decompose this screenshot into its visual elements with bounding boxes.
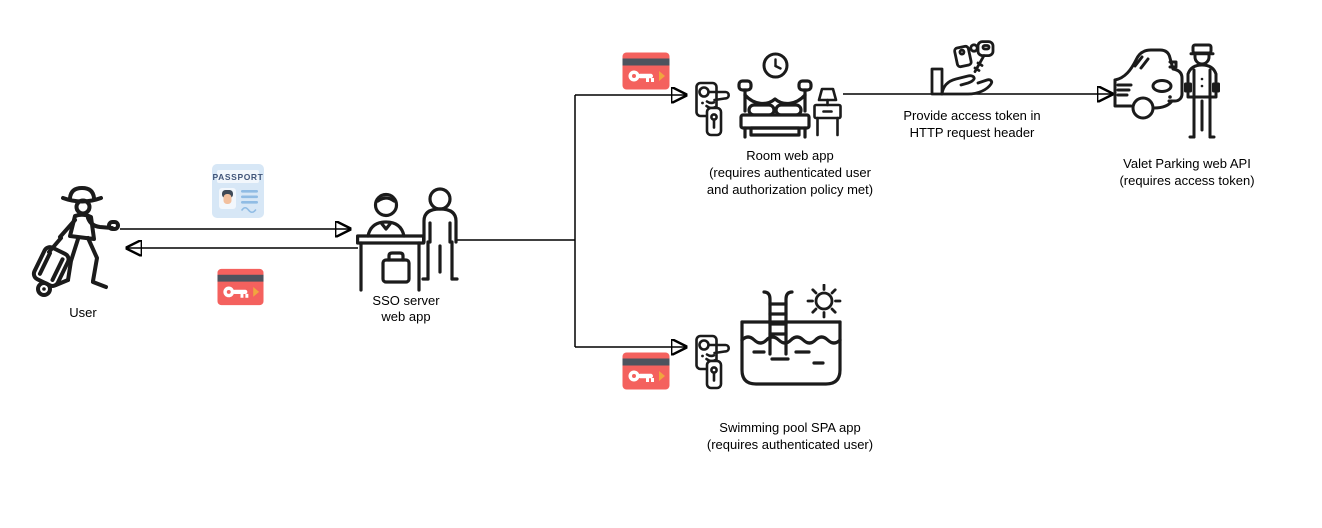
label-line: and authorization policy met) bbox=[706, 182, 874, 197]
hand-key-icon bbox=[930, 40, 995, 96]
label-line: Valet Parking web API bbox=[1123, 156, 1251, 171]
swimming-pool-icon bbox=[740, 284, 842, 386]
label-line: Provide access token in bbox=[903, 108, 1041, 123]
bed-icon bbox=[737, 79, 813, 139]
door-lock-icon bbox=[695, 334, 730, 390]
traveler-user-icon bbox=[31, 186, 120, 297]
keycard-icon bbox=[217, 268, 264, 306]
keycard-icon bbox=[622, 52, 670, 90]
label-line: HTTP request header bbox=[909, 125, 1035, 140]
clock-icon bbox=[762, 52, 789, 79]
room-app-label: Room web app (requires authenticated use… bbox=[680, 147, 900, 198]
label-line: (requires authenticated user bbox=[709, 165, 871, 180]
label-line: SSO server bbox=[372, 293, 440, 308]
spa-app-label: Swimming pool SPA app (requires authenti… bbox=[680, 419, 900, 453]
sun-icon bbox=[806, 284, 842, 319]
car-icon bbox=[1113, 48, 1184, 120]
label-line: web app bbox=[381, 309, 431, 324]
door-lock-icon bbox=[695, 81, 730, 137]
passport-icon: PASSPORT bbox=[212, 164, 264, 218]
passport-word: PASSPORT bbox=[213, 172, 264, 182]
valet-person-icon bbox=[1184, 43, 1220, 139]
user-label: User bbox=[69, 305, 97, 320]
reception-desk-icon bbox=[356, 187, 459, 292]
label-line: Swimming pool SPA app bbox=[719, 420, 861, 435]
valet-api-label: Valet Parking web API (requires access t… bbox=[1077, 155, 1297, 189]
label-line: (requires access token) bbox=[1119, 173, 1255, 188]
valet-parking-icon bbox=[1113, 43, 1220, 139]
keycard-icon bbox=[622, 352, 670, 390]
label-line: Room web app bbox=[746, 148, 834, 163]
token-note-label: Provide access token in HTTP request hea… bbox=[862, 107, 1082, 141]
sso-server-label: SSO server web app bbox=[346, 293, 466, 325]
label-line: (requires authenticated user) bbox=[706, 437, 874, 452]
nightstand-lamp-icon bbox=[813, 87, 842, 137]
